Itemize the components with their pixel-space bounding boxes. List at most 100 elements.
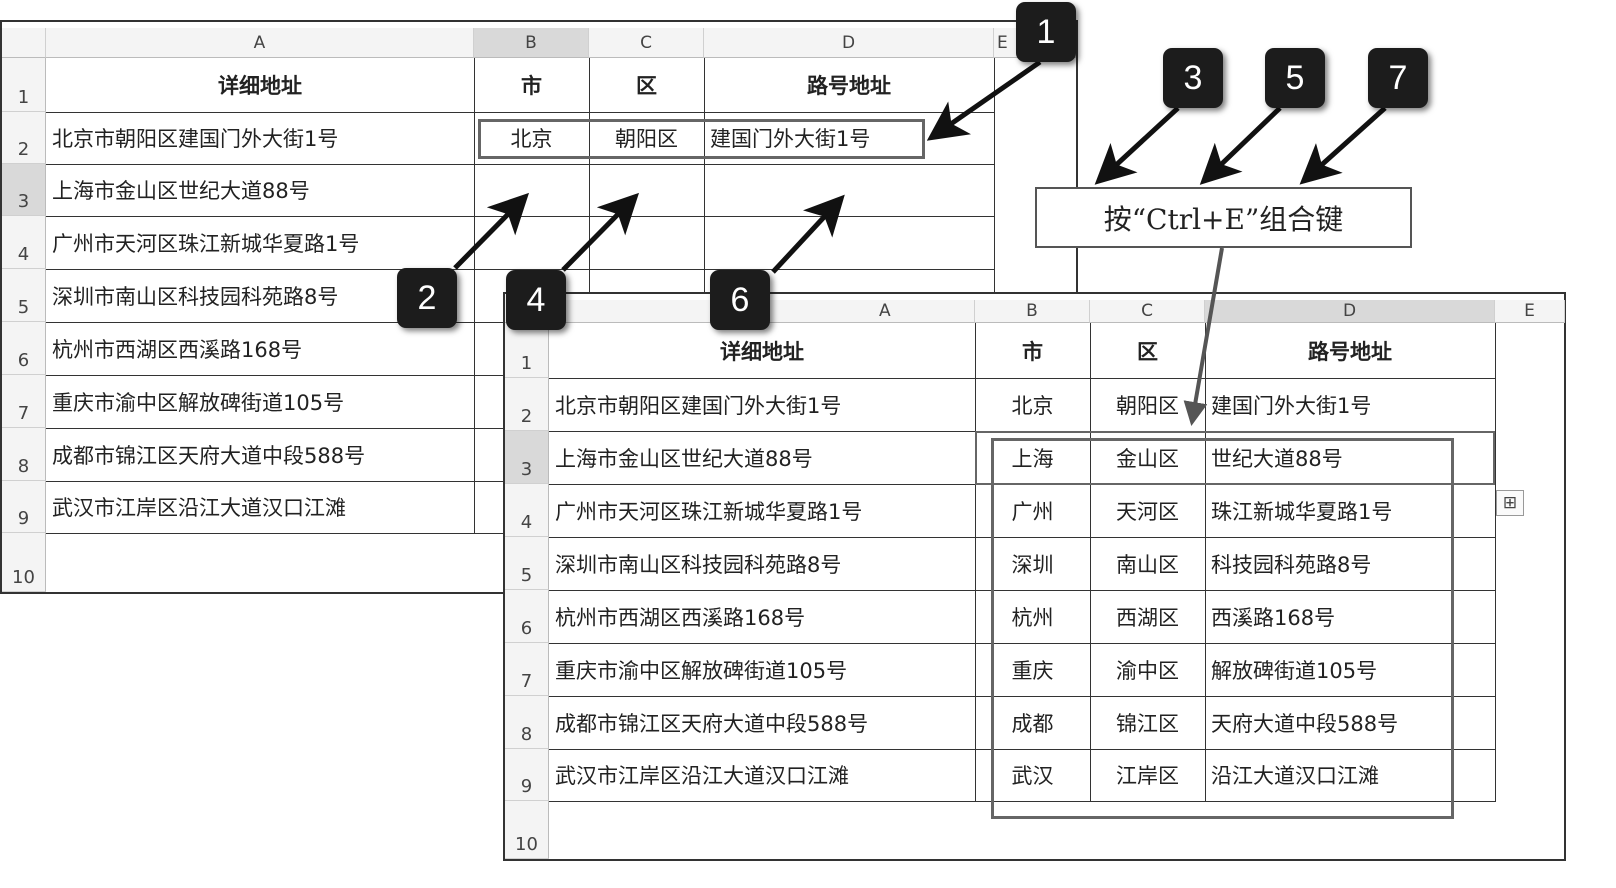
street-cell[interactable]	[704, 164, 995, 217]
row-header[interactable]: 10	[505, 801, 549, 859]
district-cell[interactable]: 金山区	[1090, 431, 1206, 485]
row-header[interactable]: 6	[2, 322, 46, 375]
row-header[interactable]: 7	[505, 643, 549, 696]
header-cell[interactable]: 区	[1090, 323, 1206, 379]
address-cell[interactable]: 成都市锦江区天府大道中段588号	[46, 428, 475, 482]
row-header[interactable]: 5	[2, 269, 46, 322]
street-cell[interactable]: 天府大道中段588号	[1205, 696, 1496, 750]
city-cell[interactable]: 武汉	[975, 749, 1091, 802]
district-cell[interactable]: 渝中区	[1090, 643, 1206, 697]
column-header-a[interactable]: A	[46, 28, 474, 58]
row-header[interactable]: 7	[2, 375, 46, 428]
city-cell[interactable]: 成都	[975, 696, 1091, 750]
callout-number: 3	[1183, 58, 1203, 97]
flash-fill-options-icon[interactable]: ⊞	[1496, 490, 1524, 516]
shortcut-note-text: 按“Ctrl+E”组合键	[1103, 202, 1344, 236]
address-cell[interactable]: 杭州市西湖区西溪路168号	[549, 590, 976, 644]
callout-4: 4	[506, 270, 566, 330]
select-all-corner[interactable]	[2, 28, 46, 58]
city-cell[interactable]: 重庆	[975, 643, 1091, 697]
district-cell[interactable]: 锦江区	[1090, 696, 1206, 750]
address-cell[interactable]: 上海市金山区世纪大道88号	[549, 431, 976, 485]
street-cell[interactable]: 世纪大道88号	[1205, 431, 1496, 485]
address-cell[interactable]: 成都市锦江区天府大道中段588号	[549, 696, 976, 750]
district-cell[interactable]: 天河区	[1090, 484, 1206, 538]
district-cell[interactable]: 朝阳区	[1090, 378, 1206, 432]
row-header[interactable]: 2	[2, 112, 46, 164]
street-cell[interactable]: 建国门外大街1号	[1205, 378, 1496, 432]
callout-7: 7	[1368, 48, 1428, 108]
address-cell[interactable]: 武汉市江岸区沿江大道汉口江滩	[549, 749, 976, 802]
address-cell[interactable]: 重庆市渝中区解放碑街道105号	[549, 643, 976, 697]
city-cell[interactable]: 上海	[975, 431, 1091, 485]
row-header[interactable]: 3	[2, 164, 46, 216]
header-cell[interactable]: 市	[474, 58, 590, 113]
city-cell[interactable]: 北京	[975, 378, 1091, 432]
district-cell[interactable]: 江岸区	[1090, 749, 1206, 802]
row-header[interactable]: 4	[2, 216, 46, 269]
street-cell[interactable]: 西溪路168号	[1205, 590, 1496, 644]
column-header-c[interactable]: C	[589, 28, 704, 58]
district-cell[interactable]	[589, 164, 705, 217]
row-header[interactable]: 1	[2, 58, 46, 112]
row-header[interactable]: 2	[505, 378, 549, 431]
city-cell[interactable]: 杭州	[975, 590, 1091, 644]
address-cell[interactable]: 深圳市南山区科技园科苑路8号	[46, 269, 475, 323]
city-cell[interactable]: 北京	[474, 112, 590, 165]
district-cell[interactable]: 朝阳区	[589, 112, 705, 165]
address-cell[interactable]: 北京市朝阳区建国门外大街1号	[46, 112, 475, 165]
street-cell[interactable]: 建国门外大街1号	[704, 112, 995, 165]
city-cell[interactable]: 深圳	[975, 537, 1091, 591]
row-header[interactable]: 1	[505, 323, 549, 378]
header-cell[interactable]: 详细地址	[549, 323, 976, 379]
header-cell[interactable]: 路号地址	[1205, 323, 1496, 379]
address-cell[interactable]: 广州市天河区珠江新城华夏路1号	[46, 216, 475, 270]
address-cell[interactable]: 重庆市渝中区解放碑街道105号	[46, 375, 475, 429]
city-cell[interactable]: 广州	[975, 484, 1091, 538]
column-header-d[interactable]: D	[1205, 300, 1495, 323]
column-header-b[interactable]: B	[474, 28, 589, 58]
header-cell[interactable]: 路号地址	[704, 58, 995, 113]
street-cell[interactable]: 解放碑街道105号	[1205, 643, 1496, 697]
row-header[interactable]: 4	[505, 484, 549, 537]
row-header[interactable]: 8	[2, 428, 46, 481]
column-header-e[interactable]: E	[1495, 300, 1565, 323]
header-cell[interactable]: 详细地址	[46, 58, 475, 113]
city-cell[interactable]	[474, 216, 590, 270]
street-cell[interactable]	[704, 216, 995, 270]
district-cell[interactable]: 西湖区	[1090, 590, 1206, 644]
street-cell[interactable]: 沿江大道汉口江滩	[1205, 749, 1496, 802]
address-cell[interactable]: 武汉市江岸区沿江大道汉口江滩	[46, 481, 475, 534]
district-cell[interactable]: 南山区	[1090, 537, 1206, 591]
column-header-c[interactable]: C	[1090, 300, 1205, 323]
callout-5: 5	[1265, 48, 1325, 108]
street-cell[interactable]: 珠江新城华夏路1号	[1205, 484, 1496, 538]
callout-1: 1	[1016, 2, 1076, 62]
row-header[interactable]: 10	[2, 533, 46, 592]
address-cell[interactable]: 深圳市南山区科技园科苑路8号	[549, 537, 976, 591]
row-header[interactable]: 5	[505, 537, 549, 590]
address-cell[interactable]: 杭州市西湖区西溪路168号	[46, 322, 475, 376]
address-cell[interactable]: 上海市金山区世纪大道88号	[46, 164, 475, 217]
column-header-b[interactable]: B	[975, 300, 1090, 323]
arrow-3	[1094, 106, 1180, 185]
arrow-7	[1299, 106, 1387, 185]
callout-number: 4	[526, 280, 546, 319]
arrow-5	[1199, 106, 1282, 185]
row-header[interactable]: 6	[505, 590, 549, 643]
row-header[interactable]: 9	[2, 481, 46, 533]
city-cell[interactable]	[474, 164, 590, 217]
address-cell[interactable]: 北京市朝阳区建国门外大街1号	[549, 378, 976, 432]
column-header-d[interactable]: D	[704, 28, 994, 58]
street-cell[interactable]: 科技园科苑路8号	[1205, 537, 1496, 591]
callout-number: 6	[730, 280, 750, 319]
header-cell[interactable]: 区	[589, 58, 705, 113]
row-header[interactable]: 9	[505, 749, 549, 801]
district-cell[interactable]	[589, 216, 705, 270]
callout-number: 5	[1285, 58, 1305, 97]
header-cell[interactable]: 市	[975, 323, 1091, 379]
row-header[interactable]: 8	[505, 696, 549, 749]
row-header[interactable]: 3	[505, 431, 549, 484]
address-cell[interactable]: 广州市天河区珠江新城华夏路1号	[549, 484, 976, 538]
